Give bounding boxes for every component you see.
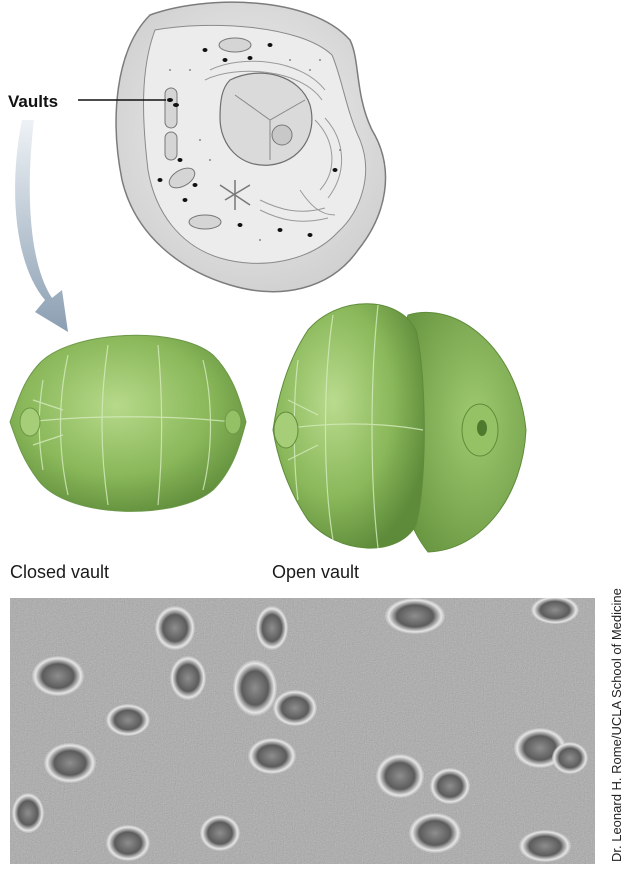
photo-credit: Dr. Leonard H. Rome/UCLA School of Medic… [604,592,628,862]
closed-vault-image [8,320,248,525]
photo-credit-text: Dr. Leonard H. Rome/UCLA School of Medic… [604,592,628,862]
closed-vault-caption: Closed vault [10,562,109,583]
open-vault-image [268,290,530,558]
electron-micrograph [10,598,595,864]
nucleus [220,73,312,165]
cell-illustration [110,0,400,300]
curved-arrow [0,100,110,340]
open-vault-caption: Open vault [272,562,359,583]
